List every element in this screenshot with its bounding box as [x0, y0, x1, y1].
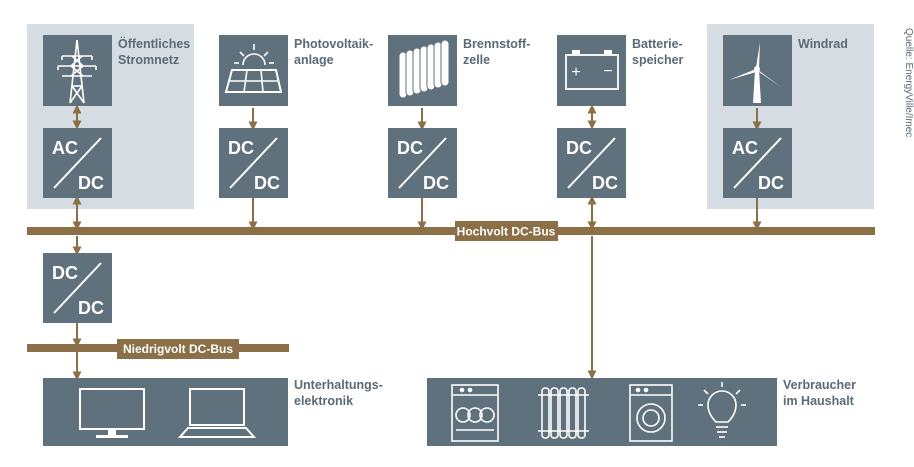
converter-low: DC DC	[43, 253, 112, 323]
fuelcell-label: Brennstoff- zelle	[463, 37, 534, 67]
battery-label: Batterie- speicher	[632, 37, 686, 67]
converter-pv-bottom: DC	[254, 173, 280, 193]
converter-battery-bottom: DC	[592, 173, 618, 193]
converter-low-top: DC	[52, 263, 78, 283]
source-note: Quelle: EnergyVille/Imec	[903, 28, 914, 137]
pv-label: Photovoltaik- anlage	[294, 37, 377, 67]
household-box	[427, 378, 777, 446]
high-voltage-bus-label: Hochvolt DC-Bus	[457, 225, 556, 239]
connectors	[72, 104, 762, 381]
converter-fuelcell-bottom: DC	[423, 173, 449, 193]
wind-turbine-icon	[729, 42, 781, 103]
laptop-icon	[177, 388, 257, 438]
battery-minus-sign: −	[603, 63, 612, 80]
converter-grid-bottom: DC	[78, 173, 104, 193]
radiator-icon	[538, 387, 589, 439]
solar-panel-icon	[224, 44, 283, 93]
household-label: Verbraucher im Haushalt	[783, 378, 859, 408]
high-voltage-bus	[27, 227, 875, 235]
grid-label: Öffentliches Stromnetz	[118, 36, 194, 67]
low-voltage-bus-label-box	[117, 339, 239, 359]
power-pylon-icon	[57, 39, 97, 104]
converter-wind-bottom: DC	[758, 173, 784, 193]
dishwasher-icon	[451, 384, 499, 442]
converter-grid-top: AC	[52, 138, 78, 158]
converter-wind-top: AC	[732, 138, 758, 158]
fuel-cell-icon	[398, 39, 450, 99]
battery-source-box	[557, 35, 626, 106]
converter-low-bottom: DC	[78, 298, 104, 318]
converter-pv-top: DC	[228, 138, 254, 158]
washing-machine-icon	[629, 384, 673, 442]
battery-plus-sign: +	[571, 64, 580, 81]
battery-icon: + −	[565, 50, 619, 90]
monitor-icon	[79, 388, 145, 438]
converter-fuelcell-top: DC	[397, 138, 423, 158]
converter-pv: DC DC	[219, 128, 288, 198]
converter-battery-top: DC	[566, 138, 592, 158]
converter-fuelcell: DC DC	[388, 128, 457, 198]
light-bulb-icon	[698, 382, 746, 438]
converter-wind: AC DC	[723, 128, 792, 198]
low-voltage-bus-label: Niedrigvolt DC-Bus	[123, 342, 233, 356]
high-voltage-bus-label-box	[455, 221, 558, 241]
electronics-label: Unterhaltungs- elektronik	[294, 378, 386, 408]
converter-battery: DC DC	[557, 128, 626, 198]
wind-label: Windrad	[798, 37, 848, 51]
converter-grid: AC DC	[43, 128, 112, 198]
